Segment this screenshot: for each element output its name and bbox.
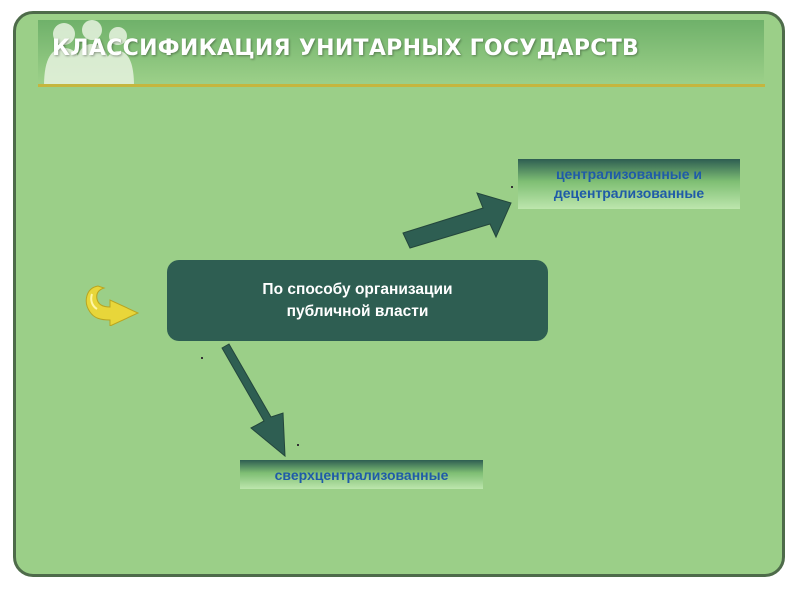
- decentralized-label: децентрализованные: [553, 185, 705, 201]
- marker-dot: [511, 186, 513, 188]
- centralized-decentralized-box: централизованные и децентрализованные: [518, 159, 740, 209]
- people-silhouette-icon: [44, 20, 134, 86]
- criterion-line-1: По способу организации: [262, 280, 453, 298]
- arrow-to-supercentralized: [221, 343, 286, 458]
- centralized-label: централизованные и: [555, 166, 703, 182]
- return-arrow-icon[interactable]: [80, 282, 140, 326]
- marker-dot: [297, 444, 299, 446]
- criterion-line-2: публичной власти: [286, 302, 429, 320]
- page-title: КЛАССИФИКАЦИЯ УНИТАРНЫХ ГОСУДАРСТВ: [52, 36, 640, 61]
- title-bar: [38, 20, 764, 82]
- classification-criterion-box: По способу организации публичной власти: [167, 260, 548, 341]
- supercentralized-label: сверхцентрализованные: [274, 466, 449, 483]
- arrow-to-centralized: [402, 192, 512, 249]
- title-underline: [38, 84, 765, 87]
- supercentralized-box: сверхцентрализованные: [240, 460, 483, 489]
- marker-dot: [201, 357, 203, 359]
